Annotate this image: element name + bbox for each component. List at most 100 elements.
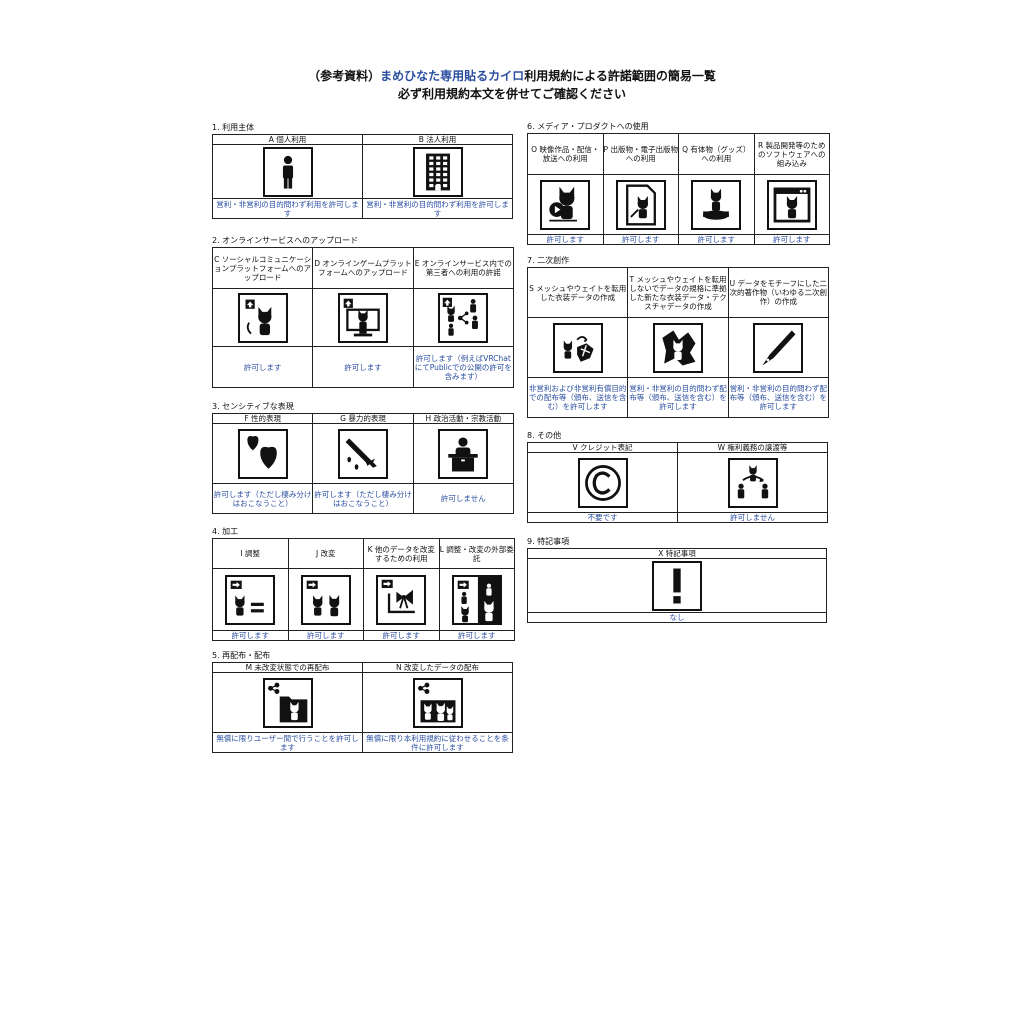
item-heading: G 暴力的表現 — [312, 413, 414, 424]
adjust-icon — [225, 574, 276, 625]
item-heading: V クレジット表記 — [527, 442, 678, 453]
item-permission: 無償に限りユーザー間で行うことを許可します — [212, 732, 363, 753]
item-heading: D オンラインゲームプラットフォームへのアップロード — [312, 247, 414, 289]
hearts-icon — [237, 428, 288, 479]
icon-cell — [362, 672, 513, 733]
item-heading: Q 有体物（グッズ）への利用 — [678, 133, 755, 175]
icon-cell — [678, 174, 755, 235]
upload-cat-icon — [237, 292, 288, 343]
item-permission: 不要です — [527, 512, 678, 523]
mesh-transfer-icon — [552, 322, 603, 373]
icon-cell — [412, 288, 514, 347]
icon-cell — [627, 317, 729, 378]
item-permission: 許可しません — [412, 483, 514, 514]
goods-icon — [691, 179, 742, 230]
icon-cell — [212, 672, 363, 733]
item-heading: O 映像作品・配信・放送への利用 — [527, 133, 604, 175]
row-head: X 特記事項 — [527, 548, 827, 559]
icon-cell — [212, 568, 289, 631]
item-permission: 営利・非営利の目的問わず利用を許可します — [362, 198, 513, 219]
share-folder-icon — [262, 677, 313, 728]
page-subtitle: 必ず利用規約本文を併せてご確認ください — [397, 87, 626, 101]
pen-icon — [753, 322, 804, 373]
item-heading: N 改変したデータの配布 — [362, 662, 513, 673]
icon-cell — [211, 423, 314, 484]
item-heading: W 権利義務の譲渡等 — [677, 442, 828, 453]
item-heading: S メッシュやウェイトを転用した衣装データの作成 — [526, 267, 629, 318]
item-permission: 許可します — [211, 346, 314, 388]
row-icon — [212, 568, 515, 631]
item-heading: E オンラインサービス内での第三者への利用の許諾 — [412, 247, 514, 289]
knife-icon — [337, 428, 388, 479]
row-foot: 許可します許可します許可します（例えばVRChatにてPublicでの公開の許可… — [211, 346, 514, 388]
item-heading: U データをモチーフにした二次的著作物（いわゆる二次創作）の作成 — [727, 267, 829, 318]
icon-cell — [412, 423, 514, 484]
upload-monitor-icon — [337, 292, 388, 343]
section-title: 5. 再配布・配布 — [212, 651, 271, 660]
icon-cell — [212, 144, 363, 199]
item-permission: 許可します（ただし棲み分けはおこなうこと） — [211, 483, 314, 514]
item-heading: H 政治活動・宗教活動 — [412, 413, 514, 424]
bow-icon — [376, 574, 427, 625]
item-permission: 非営利および非営利有償目的での配布等（頒布、送信を含む）を許可します — [526, 377, 629, 418]
item-permission: 無償に限り本利用規約に従わせることを条件に許可します — [362, 732, 513, 753]
new-costume-icon — [652, 322, 703, 373]
row-icon — [526, 317, 829, 378]
item-permission: 許可しません — [677, 512, 828, 523]
item-heading: T メッシュやウェイトを転用しないでデータの規格に準拠した新たな衣装データ・テク… — [627, 267, 729, 318]
row-icon — [212, 144, 513, 199]
building-icon — [412, 146, 463, 197]
item-heading: P 出版物・電子出版物への利用 — [602, 133, 679, 175]
item-heading: X 特記事項 — [527, 548, 827, 559]
row-foot: 無償に限りユーザー間で行うことを許可します無償に限り本利用規約に従わせることを条… — [212, 732, 513, 753]
item-permission: 許可します — [363, 630, 440, 641]
row-icon — [527, 174, 830, 235]
icon-cell — [211, 288, 314, 347]
item-permission: 営利・非営利の目的問わず配布等（頒布、送信を含む）を許可します — [627, 377, 729, 418]
icon-cell — [287, 568, 364, 631]
section-title: 9. 特記事項 — [527, 537, 570, 546]
row-icon — [527, 558, 827, 613]
icon-cell — [602, 174, 679, 235]
item-permission: なし — [527, 612, 827, 623]
icon-cell — [362, 144, 513, 199]
item-heading: L 調整・改変の外部委託 — [438, 538, 515, 569]
item-permission: 許可します — [753, 234, 830, 245]
icon-cell — [727, 317, 829, 378]
section-title: 6. メディア・プロダクトへの使用 — [527, 122, 649, 131]
item-permission: 営利・非営利の目的問わず配布等（頒布、送信を含む）を許可します — [727, 377, 829, 418]
item-heading: I 調整 — [212, 538, 289, 569]
item-permission: 許可します — [678, 234, 755, 245]
row-icon — [212, 672, 513, 733]
item-heading: F 性的表現 — [211, 413, 314, 424]
item-heading: K 他のデータを改変するための利用 — [363, 538, 440, 569]
icon-cell — [527, 452, 678, 513]
transfer-icon — [727, 457, 778, 508]
row-foot: 営利・非営利の目的問わず利用を許可します営利・非営利の目的問わず利用を許可します — [212, 198, 513, 219]
icon-cell — [677, 452, 828, 513]
section-title: 3. センシティブな表現 — [212, 402, 294, 411]
icon-cell — [312, 423, 414, 484]
icon-cell — [438, 568, 515, 631]
modify-icon — [300, 574, 351, 625]
item-permission: 許可します — [527, 234, 604, 245]
person-icon — [262, 146, 313, 197]
row-icon — [527, 452, 828, 513]
share-modified-icon — [412, 677, 463, 728]
outsource-icon — [451, 574, 502, 625]
item-heading: M 未改変状態での再配布 — [212, 662, 363, 673]
item-heading: C ソーシャルコミュニケーションプラットフォームへのアップロード — [211, 247, 314, 289]
item-permission: 許可します — [438, 630, 515, 641]
row-foot: 許可します許可します許可します許可します — [212, 630, 515, 641]
section-title: 4. 加工 — [212, 527, 239, 536]
